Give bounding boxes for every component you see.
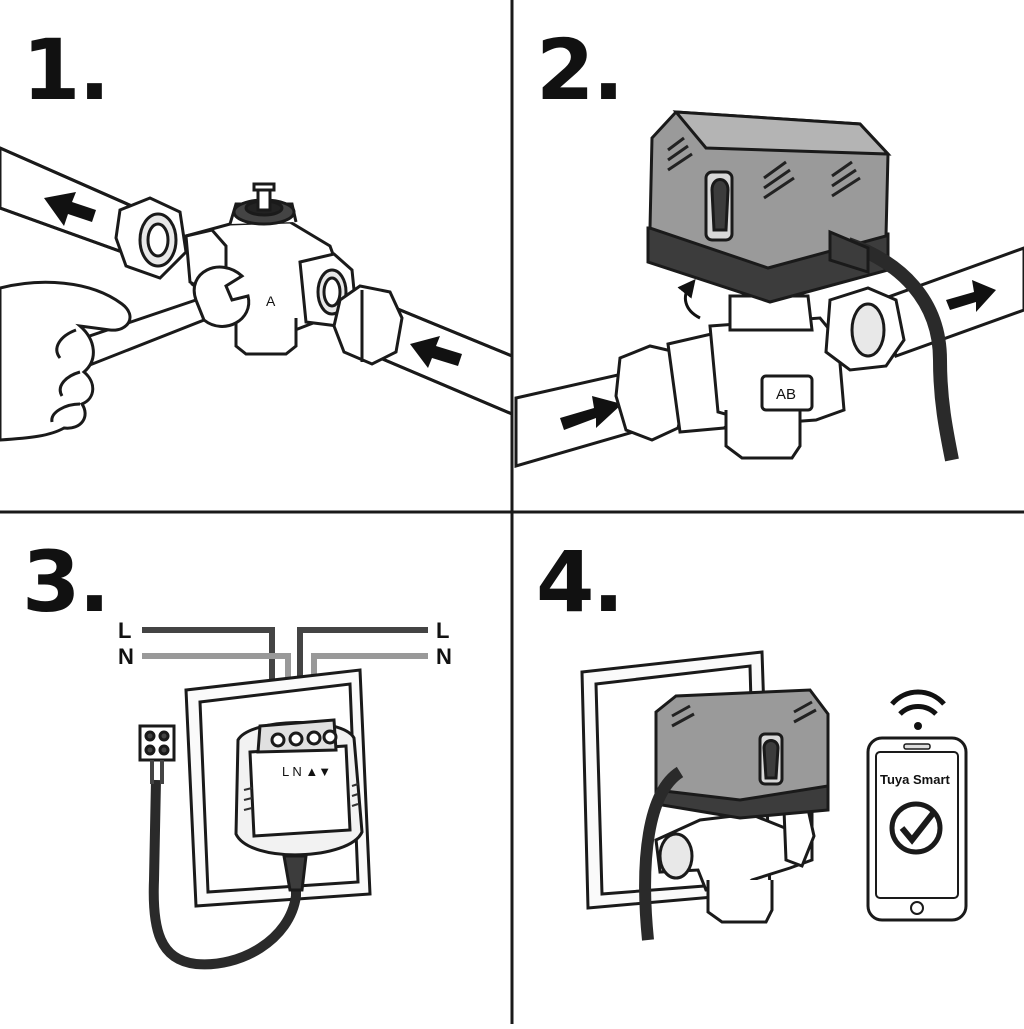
panel-1-valve-install: A — [0, 146, 514, 442]
step-number-4: 4. — [536, 533, 624, 631]
union-nut-left — [114, 196, 188, 280]
actuator — [646, 110, 959, 462]
flow-arrow-left-icon-2 — [410, 336, 462, 368]
port-label-a: A — [266, 293, 276, 309]
actuator — [639, 688, 830, 941]
wifi-icon — [890, 689, 946, 730]
step-number-2: 2. — [536, 21, 624, 119]
panel-4-smart-control: Tuya Smart — [580, 650, 968, 941]
label-l-right: L — [436, 618, 449, 643]
rotate-arrow-icon — [677, 278, 701, 320]
switch-module: L N ▲▼ — [234, 718, 364, 857]
smartphone: Tuya Smart — [866, 736, 968, 922]
step-number-1: 1. — [22, 21, 110, 119]
flow-arrow-left-icon — [44, 192, 96, 226]
terminal-block — [138, 724, 176, 784]
label-n-right: N — [436, 644, 452, 669]
valve-body: AB — [614, 286, 906, 460]
hand — [0, 280, 132, 442]
label-n-left: N — [118, 644, 134, 669]
flow-arrow-right-icon — [560, 280, 996, 430]
checkmark-icon — [889, 801, 943, 855]
panel-3-wiring: L N L N L N ▲▼ — [118, 618, 452, 970]
terminal-label: L N ▲▼ — [282, 764, 331, 779]
app-name: Tuya Smart — [880, 772, 951, 787]
port-label-ab: AB — [776, 386, 796, 403]
output-cable — [148, 779, 308, 970]
step-number-3: 3. — [22, 533, 110, 631]
label-l-left: L — [118, 618, 131, 643]
panel-2-actuator-mount: AB — [514, 110, 1024, 468]
